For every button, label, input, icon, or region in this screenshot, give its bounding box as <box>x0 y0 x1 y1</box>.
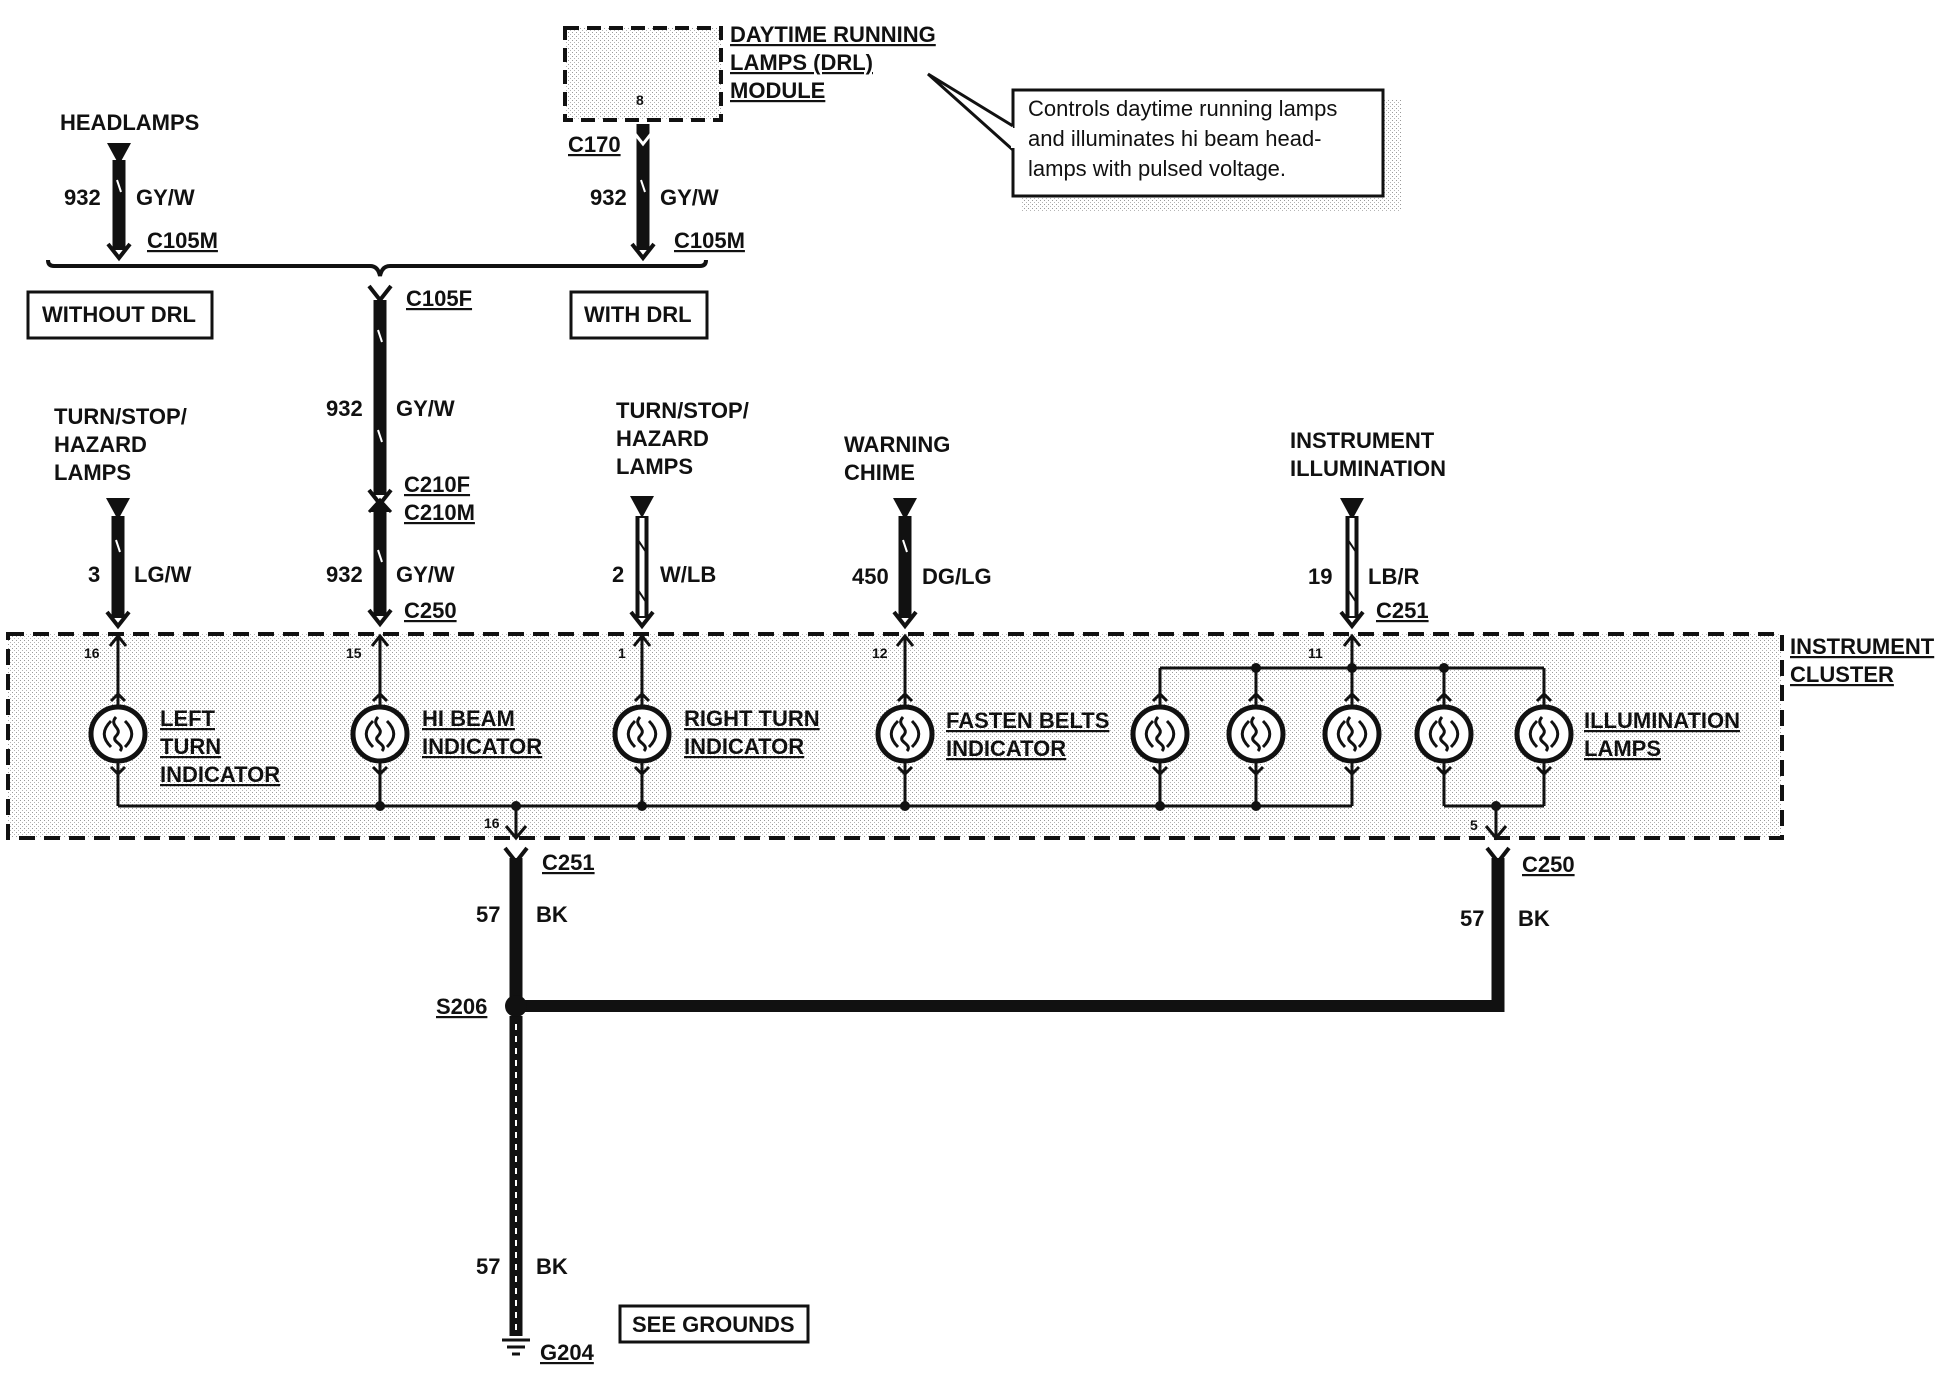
ground-circuits: S206 C251 57 BK C250 57 BK 57 BK SEE GRO… <box>436 846 1575 1365</box>
hibeam-color: GY/W <box>396 562 455 587</box>
drl-connector: C170 <box>568 132 621 157</box>
pin-right: 1 <box>618 645 626 661</box>
headlamps-label: HEADLAMPS <box>60 110 199 135</box>
illum-connector: C251 <box>1376 598 1429 623</box>
turn-stop-right-line3: LAMPS <box>616 454 693 479</box>
illum-lamps-line2: LAMPS <box>1584 736 1661 761</box>
see-grounds-label: SEE GROUNDS <box>632 1312 795 1337</box>
trunk-connector-m: C210M <box>404 500 475 525</box>
fasten-belts-line2: INDICATOR <box>946 736 1066 761</box>
trunk-circuit: 932 <box>326 396 363 421</box>
with-drl-label: WITH DRL <box>584 302 692 327</box>
option-bracket: WITHOUT DRL WITH DRL <box>26 259 709 340</box>
drl-wire-color: GY/W <box>660 185 719 210</box>
splice-label: S206 <box>436 994 487 1019</box>
ground-icon <box>502 1338 530 1356</box>
turn-stop-right-line2: HAZARD <box>616 426 709 451</box>
cluster-title-line1: INSTRUMENT <box>1790 634 1935 659</box>
hibeam-circuit: 932 <box>326 562 363 587</box>
left-turn-circuit: 3 <box>88 562 100 587</box>
pin-illum: 11 <box>1308 645 1323 661</box>
left-turn-line2: TURN <box>160 734 221 759</box>
illum-color: LB/R <box>1368 564 1419 589</box>
instrument-illum-line1: INSTRUMENT <box>1290 428 1435 453</box>
trunk-color: GY/W <box>396 396 455 421</box>
warning-chime-line1: WARNING <box>844 432 950 457</box>
cluster-title-line2: CLUSTER <box>1790 662 1894 687</box>
headlamps-color: GY/W <box>136 185 195 210</box>
pin-ground-left: 16 <box>484 815 500 831</box>
ground-bottom-color: BK <box>536 1254 568 1279</box>
drl-title-line2: LAMPS (DRL) <box>730 50 873 75</box>
drl-title-line1: DAYTIME RUNNING <box>730 22 936 47</box>
right-turn-circuit: 2 <box>612 562 624 587</box>
ground-left-connector: C251 <box>542 850 595 875</box>
hibeam-connector: C250 <box>404 598 457 623</box>
drl-wire-circuit: 932 <box>590 185 627 210</box>
turn-stop-right-line1: TURN/STOP/ <box>616 398 749 423</box>
turn-stop-left-line1: TURN/STOP/ <box>54 404 187 429</box>
drl-feed: 932 GY/W C105M <box>590 124 745 262</box>
left-turn-feed: TURN/STOP/ HAZARD LAMPS 3 LG/W <box>54 404 192 630</box>
instrument-illum-line2: ILLUMINATION <box>1290 456 1446 481</box>
drl-pin: 8 <box>636 92 644 108</box>
ground-label: G204 <box>540 1340 595 1365</box>
ground-right-color: BK <box>1518 906 1550 931</box>
drl-title-line3: MODULE <box>730 78 825 103</box>
hi-beam-trunk: C105F 932 GY/W C210F C210M 932 GY/W C250 <box>326 284 475 628</box>
without-drl-label: WITHOUT DRL <box>42 302 196 327</box>
ground-left-color: BK <box>536 902 568 927</box>
ground-right-connector: C250 <box>1522 852 1575 877</box>
splice-dot <box>505 995 527 1017</box>
right-turn-feed: TURN/STOP/ HAZARD LAMPS 2 W/LB <box>612 398 749 630</box>
headlamps-circuit: 932 <box>64 185 101 210</box>
warning-chime-feed: WARNING CHIME 450 DG/LG <box>844 432 992 630</box>
pin-belts: 12 <box>872 645 888 661</box>
headlamps-connector: C105M <box>147 228 218 253</box>
right-turn-line1: RIGHT TURN <box>684 706 820 731</box>
right-turn-color: W/LB <box>660 562 716 587</box>
headlamps-feed: HEADLAMPS 932 GY/W C105M <box>60 110 218 262</box>
warning-chime-line2: CHIME <box>844 460 915 485</box>
fasten-belts-line1: FASTEN BELTS <box>946 708 1109 733</box>
turn-stop-left-line3: LAMPS <box>54 460 131 485</box>
ground-right-circuit: 57 <box>1460 906 1484 931</box>
ground-bottom-circuit: 57 <box>476 1254 500 1279</box>
instrument-cluster: INSTRUMENT CLUSTER 16 15 1 12 11 16 5 <box>6 632 1935 841</box>
left-turn-line1: LEFT <box>160 706 216 731</box>
left-turn-line3: INDICATOR <box>160 762 280 787</box>
pin-hibeam: 15 <box>346 645 362 661</box>
pin-left: 16 <box>84 645 100 661</box>
pin-ground-right: 5 <box>1470 817 1478 833</box>
illum-circuit: 19 <box>1308 564 1332 589</box>
chime-circuit: 450 <box>852 564 889 589</box>
illum-lamps-line1: ILLUMINATION <box>1584 708 1740 733</box>
hi-beam-line2: INDICATOR <box>422 734 542 759</box>
trunk-connector-top: C105F <box>406 286 472 311</box>
callout-note: Controls daytime running lamps and illum… <box>927 72 1402 212</box>
drl-module: 8 DAYTIME RUNNING LAMPS (DRL) MODULE C17… <box>563 22 936 157</box>
right-turn-line2: INDICATOR <box>684 734 804 759</box>
callout-line1: Controls daytime running lamps <box>1028 96 1337 121</box>
left-turn-color: LG/W <box>134 562 192 587</box>
illumination-feed: INSTRUMENT ILLUMINATION 19 LB/R C251 <box>1290 428 1446 630</box>
turn-stop-left-line2: HAZARD <box>54 432 147 457</box>
trunk-connector-f: C210F <box>404 472 470 497</box>
chime-color: DG/LG <box>922 564 992 589</box>
callout-line3: lamps with pulsed voltage. <box>1028 156 1286 181</box>
hi-beam-line1: HI BEAM <box>422 706 515 731</box>
drl-wire-connector: C105M <box>674 228 745 253</box>
callout-line2: and illuminates hi beam head- <box>1028 126 1322 151</box>
ground-left-circuit: 57 <box>476 902 500 927</box>
